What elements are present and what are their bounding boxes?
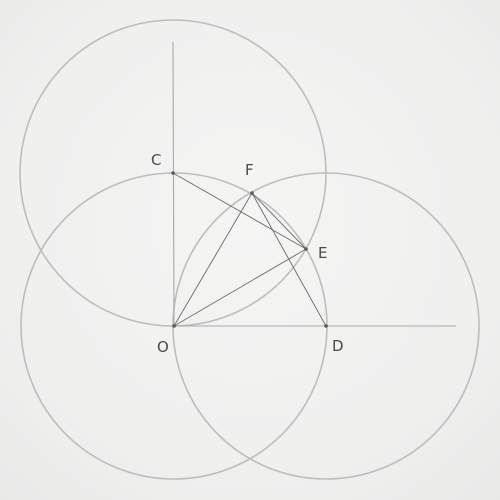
vertical-axis-line <box>172 41 175 327</box>
label-f: F <box>245 161 254 179</box>
point-o <box>172 324 176 328</box>
segment-fd <box>251 192 327 327</box>
segment-oe <box>173 248 307 327</box>
point-e <box>304 247 308 251</box>
segment-fe <box>251 192 307 250</box>
point-c <box>171 171 175 175</box>
point-f <box>250 191 254 195</box>
point-d <box>324 324 328 328</box>
label-d: D <box>332 337 344 355</box>
label-c: C <box>151 151 161 169</box>
segment-of <box>173 192 253 327</box>
label-o: O <box>157 338 169 356</box>
label-e: E <box>318 244 327 262</box>
segment-ce <box>172 172 307 250</box>
